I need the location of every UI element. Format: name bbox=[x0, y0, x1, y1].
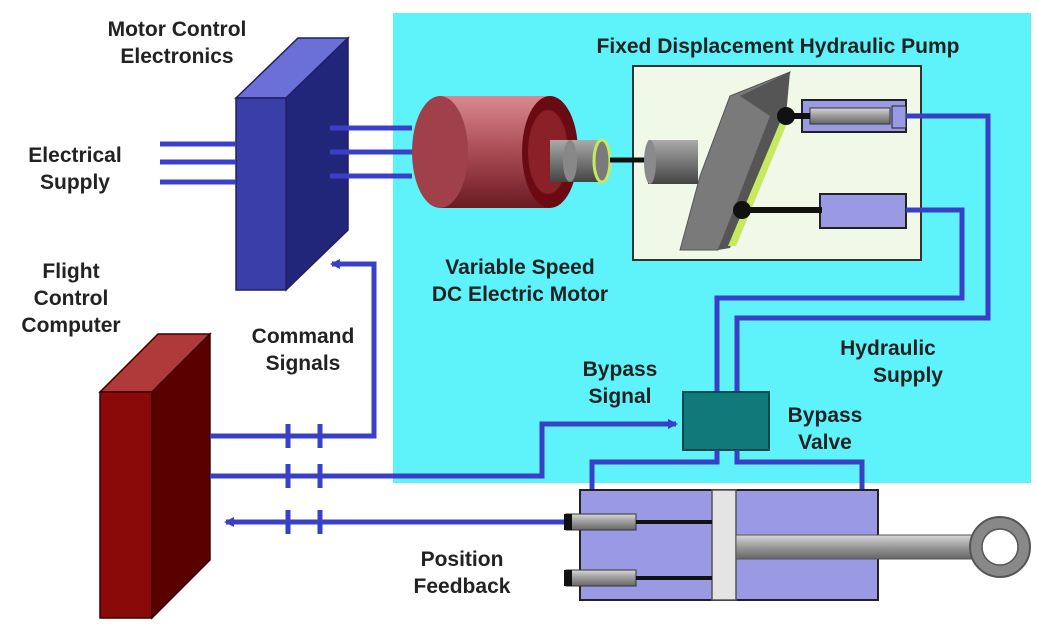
label-line: Hydraulic bbox=[840, 337, 936, 360]
label-line: Command bbox=[251, 325, 355, 348]
label-line: Flight bbox=[42, 260, 100, 283]
label-flight-control-computer: Flight Control Computer bbox=[8, 258, 134, 339]
label-line: Signals bbox=[265, 352, 341, 375]
valve-to-actuator-lines bbox=[589, 450, 865, 490]
motor-control-electronics-box bbox=[234, 36, 350, 292]
label-line: Supply bbox=[39, 171, 110, 194]
bypass-valve bbox=[682, 391, 770, 451]
label-motor-control-electronics: Motor Control Electronics bbox=[84, 16, 270, 70]
label-position-feedback: Position Feedback bbox=[392, 546, 532, 600]
label-line: Bypass bbox=[582, 358, 658, 381]
signal-break-marks bbox=[285, 424, 323, 534]
hydraulic-actuator bbox=[564, 489, 1031, 601]
pump-piston-lower bbox=[733, 193, 907, 229]
label-line: Control bbox=[33, 287, 109, 310]
command-signal-line bbox=[210, 259, 377, 439]
label-fixed-displacement-pump: Fixed Displacement Hydraulic Pump bbox=[532, 33, 1024, 60]
label-bypass-signal: Bypass Signal bbox=[560, 356, 680, 410]
label-command-signals: Command Signals bbox=[238, 323, 368, 377]
label-variable-speed-motor: Variable Speed DC Electric Motor bbox=[410, 254, 630, 308]
label-electrical-supply: Electrical Supply bbox=[10, 142, 140, 196]
flight-control-computer-box bbox=[98, 332, 212, 620]
bypass-signal-line bbox=[210, 419, 678, 479]
label-hydraulic-supply: Hydraulic Supply bbox=[818, 335, 958, 389]
label-line: Fixed Displacement Hydraulic Pump bbox=[596, 35, 960, 58]
electrical-supply-lines bbox=[160, 141, 236, 185]
label-line: Valve bbox=[798, 431, 852, 454]
motor-power-lines bbox=[330, 125, 412, 179]
label-line: Electronics bbox=[120, 45, 234, 68]
label-line: Feedback bbox=[413, 575, 511, 598]
label-bypass-valve: Bypass Valve bbox=[770, 402, 880, 456]
label-line: Variable Speed bbox=[445, 256, 595, 279]
label-line: Computer bbox=[21, 314, 121, 337]
label-line: Signal bbox=[588, 385, 652, 408]
label-line: Electrical bbox=[28, 144, 122, 167]
label-line: Position bbox=[420, 548, 504, 571]
label-line: Bypass bbox=[787, 404, 863, 427]
hydraulic-supply-lines bbox=[714, 113, 991, 392]
label-line: DC Electric Motor bbox=[431, 283, 609, 306]
label-line: Motor Control bbox=[107, 18, 247, 41]
label-line: Supply bbox=[872, 364, 943, 387]
electric-motor bbox=[412, 96, 612, 208]
